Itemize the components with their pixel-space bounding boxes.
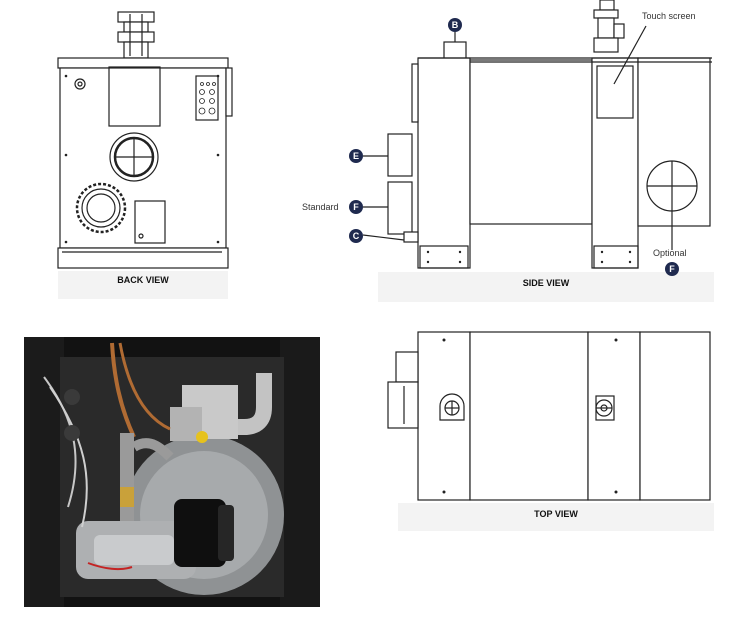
standard-label: Standard xyxy=(302,202,339,212)
touch-screen-label: Touch screen xyxy=(642,11,696,21)
marker-b: B xyxy=(448,18,462,32)
optional-label: Optional xyxy=(653,248,687,258)
marker-f-optional: F xyxy=(665,262,679,276)
top-view-caption: TOP VIEW xyxy=(398,503,714,531)
side-view-caption: SIDE VIEW xyxy=(378,272,714,302)
back-view-drawing xyxy=(57,11,233,269)
top-view-drawing xyxy=(387,331,711,501)
back-view-caption: BACK VIEW xyxy=(58,271,228,299)
burner-assembly-photo xyxy=(24,337,320,607)
side-view-drawing xyxy=(362,0,712,269)
marker-e: E xyxy=(349,149,363,163)
marker-c: C xyxy=(349,229,363,243)
marker-f-standard: F xyxy=(349,200,363,214)
